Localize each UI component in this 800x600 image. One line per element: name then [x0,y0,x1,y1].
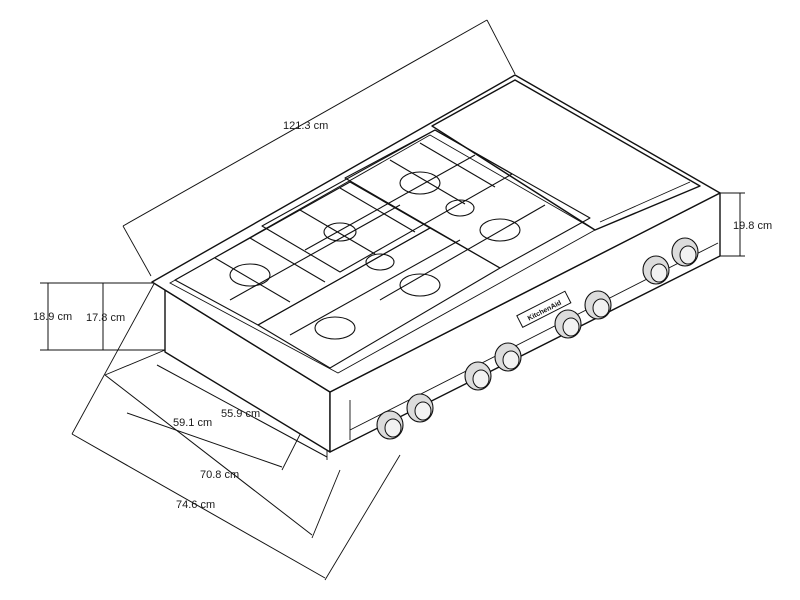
burner-icon [399,273,441,297]
knob[interactable] [376,410,404,440]
label-depth-c: 70.8 cm [200,469,239,481]
label-depth-d: 74.6 cm [176,499,215,511]
knob[interactable] [584,290,612,320]
depth-d-line [71,433,326,579]
depth-ext-5 [71,281,156,435]
rangetop: KitchenAid [151,74,721,453]
knob[interactable] [642,255,670,285]
burners [229,171,521,340]
label-height-right: 19.8 cm [733,220,772,232]
burner-icon [445,199,475,217]
label-height-inner: 17.8 cm [86,312,125,324]
grate-bars [214,142,546,336]
knob[interactable] [494,342,522,372]
depth-b-line [126,412,283,468]
depth-ext-3 [311,469,341,539]
dimension-labels: 121.3 cm 19.8 cm 18.9 cm 17.8 cm 55.9 cm… [33,120,772,511]
depth-ext-4 [324,454,401,581]
label-depth-a: 55.9 cm [221,408,260,420]
depth-ext-6 [104,349,166,376]
burner-icon [323,222,357,242]
grate-front [257,227,501,369]
knob[interactable] [554,309,582,339]
label-width-total: 121.3 cm [283,120,328,132]
knob[interactable] [464,361,492,391]
burner-icon [314,316,356,340]
knob[interactable] [406,393,434,423]
width-dimension-line [122,19,488,227]
width-extension-left [122,225,152,277]
griddle [431,79,701,231]
knobs [376,237,699,440]
depth-a-line [156,364,328,458]
burner-icon [365,253,395,271]
knob[interactable] [671,237,699,267]
burner-icon [399,171,441,195]
depth-c-line [104,374,313,536]
burner-icon [229,263,271,287]
dimension-lines [40,19,745,581]
label-depth-b: 59.1 cm [173,417,212,429]
griddle-lip [599,181,691,223]
label-height-outer: 18.9 cm [33,311,72,323]
width-extension-right [486,19,516,75]
burner-icon [479,218,521,242]
